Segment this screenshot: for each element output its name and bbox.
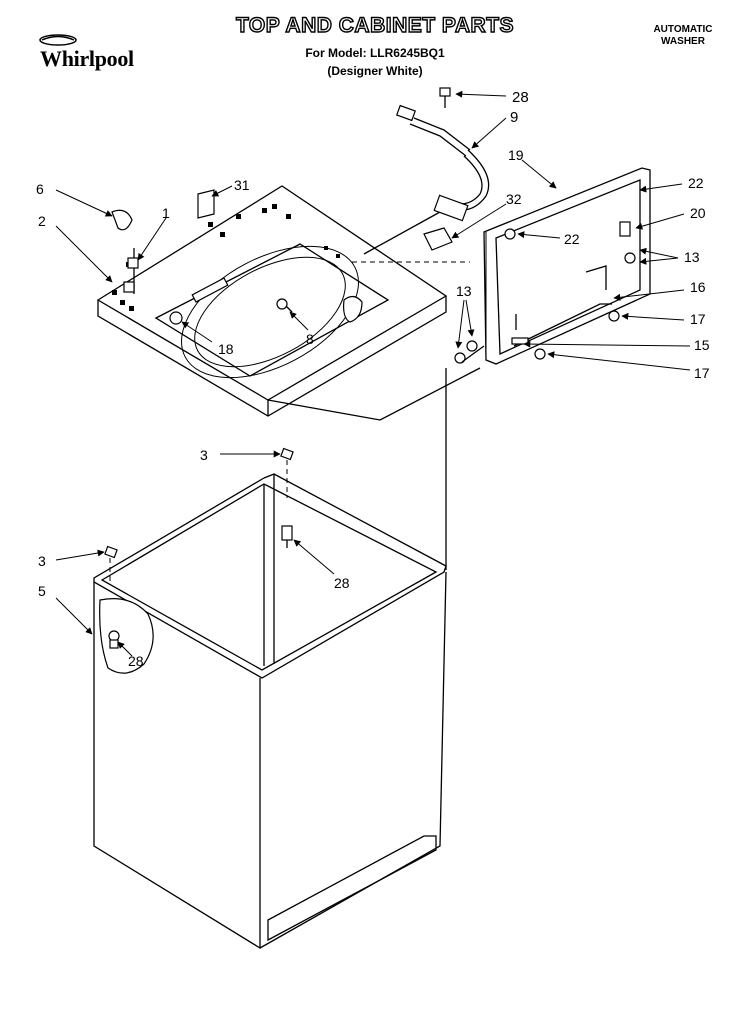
callout-31: 31 bbox=[234, 177, 250, 193]
product-type: AUTOMATIC WASHER bbox=[628, 24, 738, 48]
callout-3-left: 3 bbox=[38, 553, 46, 569]
callout-5: 5 bbox=[38, 583, 46, 599]
callout-labels: 28 9 6 2 1 31 19 32 22 22 20 13 16 17 15… bbox=[36, 89, 710, 669]
model-line: For Model: LLR6245BQ1 bbox=[305, 46, 445, 60]
callout-32: 32 bbox=[506, 191, 522, 207]
wire-harness bbox=[396, 87, 490, 222]
callout-13-right: 13 bbox=[684, 249, 700, 265]
callout-3-top: 3 bbox=[200, 447, 208, 463]
callout-17-lower: 17 bbox=[694, 365, 710, 381]
callout-2: 2 bbox=[38, 213, 46, 229]
callout-22-outer: 22 bbox=[688, 175, 704, 191]
callout-22-inner: 22 bbox=[564, 231, 580, 247]
cabinet bbox=[93, 447, 447, 950]
callout-1: 1 bbox=[162, 205, 170, 221]
product-line-1: AUTOMATIC bbox=[653, 24, 713, 35]
callout-13-hinge: 13 bbox=[456, 283, 472, 299]
callout-20: 20 bbox=[690, 205, 706, 221]
whirlpool-swirl-icon bbox=[39, 34, 77, 46]
brand-name: Whirlpool bbox=[40, 46, 134, 71]
callout-18: 18 bbox=[218, 341, 234, 357]
callout-28-panel: 28 bbox=[128, 653, 144, 669]
leader-arrows bbox=[55, 90, 691, 657]
callout-6: 6 bbox=[36, 181, 44, 197]
whirlpool-logo: Whirlpool bbox=[32, 34, 162, 78]
top-panel bbox=[96, 185, 448, 417]
callout-15: 15 bbox=[694, 337, 710, 353]
callout-16: 16 bbox=[690, 279, 706, 295]
page-title: TOP AND CABINET PARTS bbox=[235, 13, 515, 37]
callout-17-upper: 17 bbox=[690, 311, 706, 327]
callout-19: 19 bbox=[508, 147, 524, 163]
callout-8: 8 bbox=[306, 331, 314, 347]
variant-line: (Designer White) bbox=[327, 64, 423, 78]
callout-28: 28 bbox=[512, 89, 529, 106]
callout-28-cabinet: 28 bbox=[334, 575, 350, 591]
product-line-2: WASHER bbox=[661, 36, 705, 47]
callout-9: 9 bbox=[510, 109, 518, 126]
